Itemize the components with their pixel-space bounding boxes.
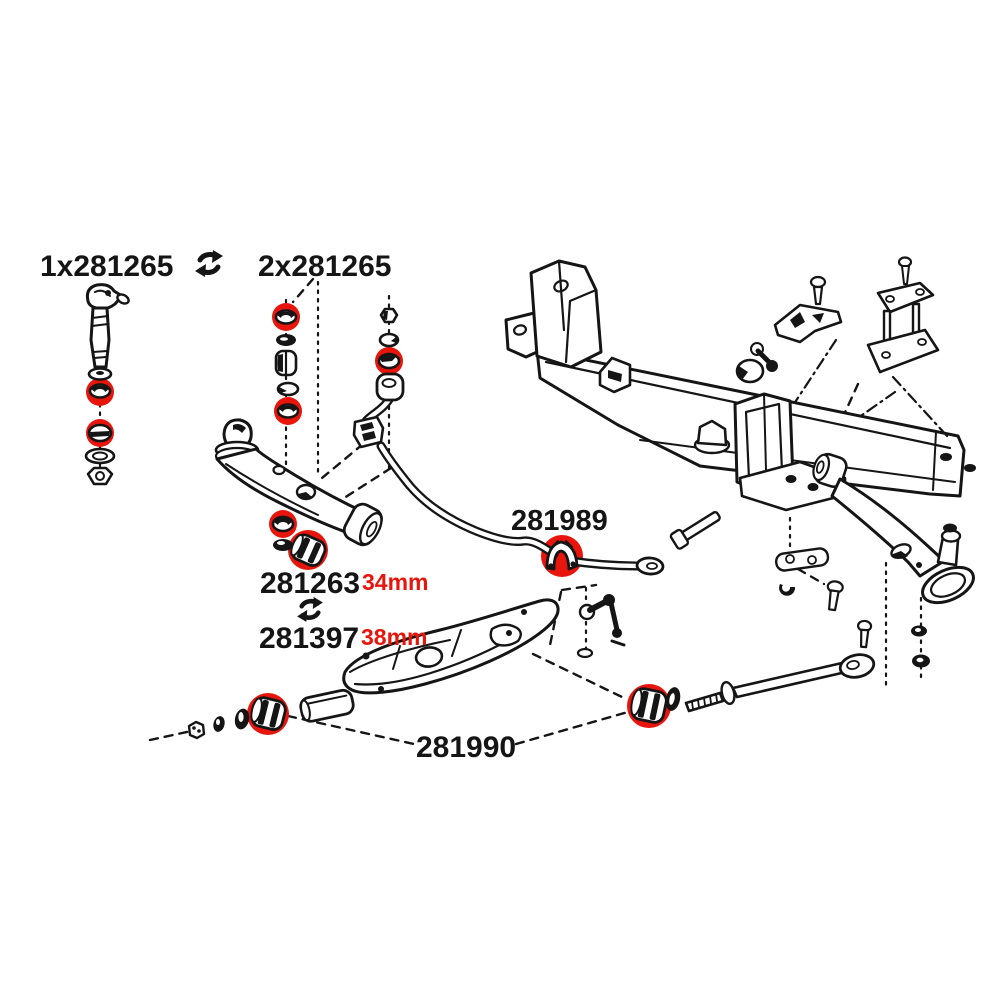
label-sway-bar-clamp: 281989 xyxy=(511,505,608,537)
label-left-qty: 1x281265 xyxy=(40,250,173,283)
small-parts-row xyxy=(187,708,250,740)
upper-arm-metal-bushing xyxy=(290,533,327,567)
long-bolt xyxy=(669,511,721,550)
spacer-tube xyxy=(299,688,355,723)
lower-arm-ball-joint xyxy=(921,523,975,605)
sway-bar-bushing-clamp xyxy=(545,540,579,571)
strut-rod-drawing xyxy=(250,653,876,731)
label-strut-rod-bushing: 281990 xyxy=(416,731,516,764)
label-bushing-34-size: 34mm xyxy=(362,569,428,595)
swap-arrows-icon xyxy=(297,597,323,622)
stamped-arm-drawing xyxy=(342,598,560,695)
label-right-qty: 2x281265 xyxy=(258,250,391,283)
label-bushing-38-size: 38mm xyxy=(361,624,427,650)
strut-rod-bushing-left xyxy=(250,696,287,731)
label-bushing-34: 281263 xyxy=(260,567,360,600)
label-bushing-38: 281397 xyxy=(259,622,359,655)
drop-link-drawing xyxy=(84,283,130,486)
strut-rod-bushing-right xyxy=(630,687,668,724)
upper-arm-bushing-housing xyxy=(342,502,383,547)
upper-control-arm-drawing xyxy=(214,418,383,567)
end-link-bracket-drawing xyxy=(576,594,626,659)
labels: 1x281265 2x281265 281989 281263 34mm 281… xyxy=(40,250,608,764)
lower-control-arm-drawing xyxy=(812,452,975,668)
misc-fasteners xyxy=(774,547,873,649)
crossmember-left-tower xyxy=(529,259,603,369)
strut-rod-shaft xyxy=(684,653,876,713)
swap-arrows-icon xyxy=(195,250,223,277)
engine-mount-bracket xyxy=(735,275,843,384)
sway-bar-mid-clamp xyxy=(352,415,385,449)
crossmember-saddle-2 xyxy=(693,419,731,455)
washer-stack-drawing xyxy=(274,309,300,419)
sway-bar-drawing xyxy=(352,372,665,576)
end-link-stack-drawing xyxy=(377,307,401,370)
crossmember-drawing xyxy=(504,256,976,550)
shackle-assembly xyxy=(866,256,950,439)
